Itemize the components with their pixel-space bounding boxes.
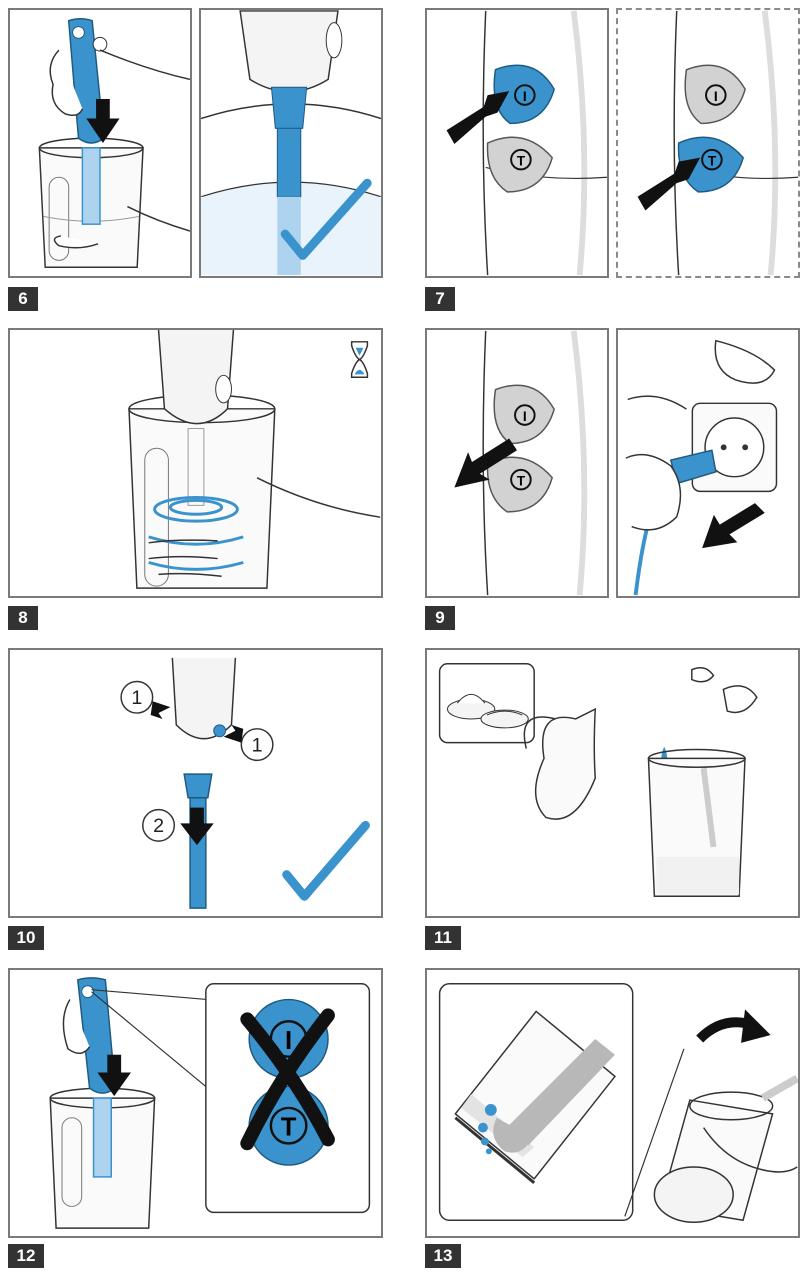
power-button-label: I	[523, 89, 527, 104]
release-arrow-icon	[454, 438, 517, 488]
down-arrow-icon	[97, 1054, 131, 1097]
step-number-6: 6	[8, 287, 38, 311]
step-13-panel	[425, 968, 800, 1238]
step-number-10: 10	[8, 926, 44, 950]
turbo-button-label: T	[708, 153, 717, 168]
correct-depth-illustration	[201, 10, 381, 276]
step-12-panel: I T	[8, 968, 383, 1238]
press-power-button-illustration: I T	[446, 10, 607, 276]
step-6-panel-right	[199, 8, 383, 278]
cross-icon	[240, 1008, 335, 1151]
callout-2: 2	[142, 808, 176, 842]
power-button-label: I	[285, 1027, 292, 1055]
blending-illustration	[128, 330, 381, 589]
press-turbo-button-illustration: I T	[637, 10, 798, 276]
do-not-run-empty-illustration: I T	[49, 977, 371, 1229]
step-10-panel: 1 1 2	[8, 648, 383, 918]
down-arrow-icon	[180, 807, 214, 846]
step-9-panel-left: I T	[425, 328, 609, 598]
pull-arrow-icon	[702, 503, 765, 549]
step-11-panel	[425, 648, 800, 918]
step-7-panel-right: I T	[616, 8, 800, 278]
callout-1-left: 1	[120, 680, 171, 719]
hourglass-icon	[350, 341, 369, 379]
attach-shaft-illustration: 1 1 2	[120, 657, 370, 909]
down-arrow-icon	[86, 98, 120, 143]
push-arrow-icon	[446, 91, 510, 144]
step-number-12: 12	[8, 1244, 44, 1268]
step-number-13: 13	[425, 1244, 461, 1268]
step-7-panel-left: I T	[425, 8, 609, 278]
empty-beaker-illustration	[438, 983, 798, 1223]
push-arrow-icon	[637, 157, 701, 211]
turbo-button-label: T	[517, 474, 526, 489]
turbo-button-label: T	[281, 1114, 297, 1142]
step-9-panel-right	[616, 328, 800, 598]
callout-1-right: 1	[223, 724, 274, 762]
release-button-illustration: I T	[454, 330, 588, 596]
step-8-panel	[8, 328, 383, 598]
add-ingredients-illustration	[438, 663, 758, 898]
curved-arrow-icon	[696, 1009, 771, 1043]
power-button-label: I	[714, 89, 718, 104]
callout-one-label: 1	[252, 734, 263, 756]
callout-one-label: 1	[131, 687, 142, 709]
food-icon	[438, 663, 535, 744]
step-6-panel-left	[8, 8, 192, 278]
step-number-11: 11	[425, 926, 461, 950]
callout-two-label: 2	[153, 815, 164, 837]
checkmark-icon	[280, 178, 372, 260]
checkmark-icon	[282, 820, 370, 901]
step-number-7: 7	[425, 287, 455, 311]
power-button-label: I	[523, 409, 527, 424]
turbo-button-label: T	[517, 153, 526, 168]
step-number-8: 8	[8, 606, 38, 630]
step-number-9: 9	[425, 606, 455, 630]
unplug-illustration	[625, 339, 778, 596]
blender-insert-illustration	[38, 18, 190, 268]
